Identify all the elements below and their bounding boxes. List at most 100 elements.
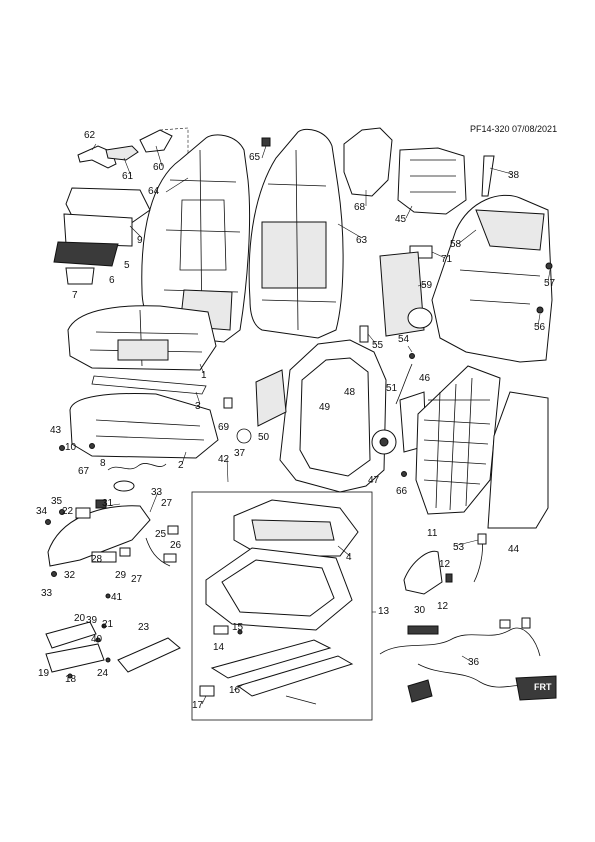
- callout-26: 26: [170, 540, 182, 551]
- callout-10: 10: [65, 442, 77, 453]
- wire-harness-25-26: [145, 525, 179, 567]
- callout-71: 71: [441, 254, 453, 265]
- callout-66: 66: [396, 486, 408, 497]
- track-trim-23: [117, 637, 181, 673]
- module-28-29: [91, 547, 131, 563]
- callout-19: 19: [38, 668, 50, 679]
- seatback-cover-heater-63: [248, 128, 344, 339]
- callout-56: 56: [534, 322, 546, 333]
- seat-cushion-pad-2: [69, 393, 219, 459]
- heater-element-6: [53, 241, 119, 267]
- callout-67: 67: [78, 466, 90, 477]
- callout-9: 9: [137, 235, 143, 246]
- callout-6: 6: [109, 275, 115, 286]
- cable-51: [395, 363, 413, 405]
- connector-12-53: [445, 533, 487, 583]
- callout-63: 63: [356, 235, 368, 246]
- ring-37: [236, 428, 252, 444]
- wiring-harness-36: [379, 617, 541, 703]
- callout-24: 24: [97, 668, 109, 679]
- callout-13: 13: [378, 606, 390, 617]
- callout-43: 43: [50, 425, 62, 436]
- callout-7: 7: [72, 290, 78, 301]
- callout-15: 15: [232, 622, 244, 633]
- callout-3: 3: [195, 401, 201, 412]
- callout-12: 12: [439, 559, 451, 570]
- callout-50: 50: [258, 432, 270, 443]
- callout-35: 35: [51, 496, 63, 507]
- callout-12: 12: [437, 601, 449, 612]
- callout-65: 65: [249, 152, 261, 163]
- seatback-pad-68: [343, 127, 393, 197]
- bracket-39-20: [45, 621, 97, 649]
- pad-30: [407, 625, 439, 635]
- seat-base-box-13: [191, 491, 373, 721]
- callout-47: 47: [368, 475, 380, 486]
- seatback-mesh-panel: [415, 365, 501, 515]
- headrest-bezel-60: [139, 127, 189, 160]
- callout-41: 41: [111, 592, 123, 603]
- callout-37: 37: [234, 448, 246, 459]
- callout-54: 54: [398, 334, 410, 345]
- callout-60: 60: [153, 162, 165, 173]
- screw-24: [105, 657, 111, 663]
- seat-track-16: [210, 639, 354, 705]
- clip-65: [261, 137, 271, 147]
- trim-strip-38: [481, 155, 495, 197]
- callout-57: 57: [544, 278, 556, 289]
- callout-49: 49: [319, 402, 331, 413]
- callout-59: 59: [421, 280, 433, 291]
- callout-51: 51: [386, 383, 398, 394]
- fastener-57: [545, 262, 553, 270]
- callout-42: 42: [218, 454, 230, 465]
- callout-25: 25: [155, 529, 167, 540]
- callout-28: 28: [91, 554, 103, 565]
- callout-27: 27: [131, 574, 143, 585]
- callout-29: 29: [115, 570, 127, 581]
- switch-22-31: [75, 499, 107, 519]
- seatback-frame-panel-45: [397, 147, 467, 215]
- callout-8: 8: [100, 458, 106, 469]
- callout-62: 62: [84, 130, 96, 141]
- bolster-pad-5: [63, 213, 133, 247]
- screw-18: [67, 673, 73, 679]
- seat-pan-4: [233, 499, 359, 557]
- callout-23: 23: [138, 622, 150, 633]
- callout-36: 36: [468, 657, 480, 668]
- recliner-handle-50: [255, 369, 287, 427]
- callout-1: 1: [201, 370, 207, 381]
- callout-64: 64: [148, 186, 160, 197]
- callout-18: 18: [65, 674, 77, 685]
- bracket-17: [199, 685, 215, 697]
- cover-11: [403, 550, 443, 595]
- callout-44: 44: [508, 544, 520, 555]
- diagram-reference-code: PF14-320 07/08/2021: [470, 124, 558, 134]
- callout-53: 53: [453, 542, 465, 553]
- callout-5: 5: [124, 260, 130, 271]
- front-direction-arrow: [515, 675, 557, 701]
- callout-33: 33: [41, 588, 53, 599]
- screw-34-35: [45, 509, 65, 525]
- bracket-69: [223, 397, 233, 409]
- callout-11: 11: [427, 528, 438, 539]
- spring-8: [107, 463, 167, 492]
- callout-61: 61: [122, 171, 134, 182]
- callout-27: 27: [161, 498, 173, 509]
- clip-33: [51, 571, 57, 577]
- headrest-bezel-61: [105, 145, 139, 161]
- fastener-56: [536, 306, 544, 314]
- callout-17: 17: [192, 700, 204, 711]
- seatback-foam-pad-59: [379, 251, 433, 337]
- callout-4: 4: [346, 552, 352, 563]
- clips-43-10: [59, 443, 95, 451]
- leader-lines: [91, 143, 551, 705]
- callout-32: 32: [64, 570, 76, 581]
- screw-41: [105, 593, 111, 599]
- seatback-rear-cover-44: [487, 391, 549, 529]
- callout-33: 33: [151, 487, 163, 498]
- callout-34: 34: [36, 506, 48, 517]
- callout-2: 2: [178, 460, 184, 471]
- callout-69: 69: [218, 422, 230, 433]
